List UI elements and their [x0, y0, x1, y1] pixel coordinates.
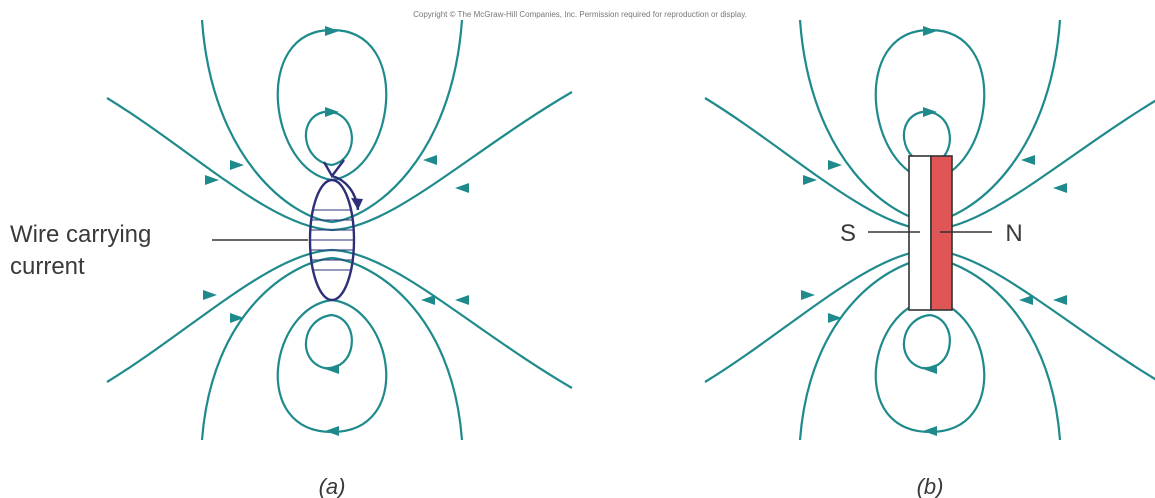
panel-a-wire-loop: Wire carrying current (a) — [10, 19, 573, 498]
field-arrow-icon — [421, 295, 435, 305]
copyright-notice: Copyright © The McGraw-Hill Companies, I… — [413, 10, 747, 19]
pole-label-north: N — [1005, 220, 1022, 247]
caption-a: (a) — [319, 474, 346, 498]
field-arrow-icon — [923, 107, 937, 117]
field-arrow-icon — [1053, 295, 1067, 305]
field-arrow-icon — [203, 290, 217, 300]
field-arrow-icon — [205, 175, 219, 185]
field-line — [276, 28, 388, 182]
field-arrow-icon — [923, 426, 937, 436]
current-direction-arrow — [351, 198, 363, 210]
field-arrow-icon — [828, 313, 842, 323]
bar-magnet — [908, 155, 953, 311]
field-line — [276, 298, 388, 434]
field-arrow-icon — [230, 160, 244, 170]
field-arrow-icon — [828, 160, 842, 170]
field-arrow-icon — [423, 155, 437, 165]
pole-label-south: S — [840, 220, 856, 247]
field-line — [874, 298, 986, 434]
field-arrow-icon — [325, 107, 339, 117]
field-line — [200, 256, 464, 441]
field-line — [106, 248, 573, 389]
panel-b-bar-magnet: S N (b) — [704, 19, 1155, 498]
magnet-north-half — [930, 155, 953, 311]
field-line — [902, 313, 951, 370]
wire-label-line2: current — [10, 253, 85, 280]
field-arrow-icon — [803, 175, 817, 185]
field-arrow-icon — [923, 364, 937, 374]
field-arrow-icon — [1053, 183, 1067, 193]
field-arrow-icon — [923, 26, 937, 36]
magnet-south-half — [908, 155, 932, 311]
caption-b: (b) — [917, 474, 944, 498]
field-arrow-icon — [325, 364, 339, 374]
field-line — [304, 110, 353, 167]
field-arrow-icon — [455, 183, 469, 193]
field-arrow-icon — [325, 426, 339, 436]
field-arrow-icon — [230, 313, 244, 323]
wire-label-line1: Wire carrying — [10, 221, 151, 248]
field-line — [902, 110, 951, 167]
field-arrow-icon — [1021, 155, 1035, 165]
field-line — [200, 19, 464, 224]
field-arrow-icon — [801, 290, 815, 300]
field-arrow-icon — [325, 26, 339, 36]
field-arrow-icon — [1019, 295, 1033, 305]
field-line — [304, 313, 353, 370]
field-arrow-icon — [455, 295, 469, 305]
wire-loop — [308, 159, 363, 302]
